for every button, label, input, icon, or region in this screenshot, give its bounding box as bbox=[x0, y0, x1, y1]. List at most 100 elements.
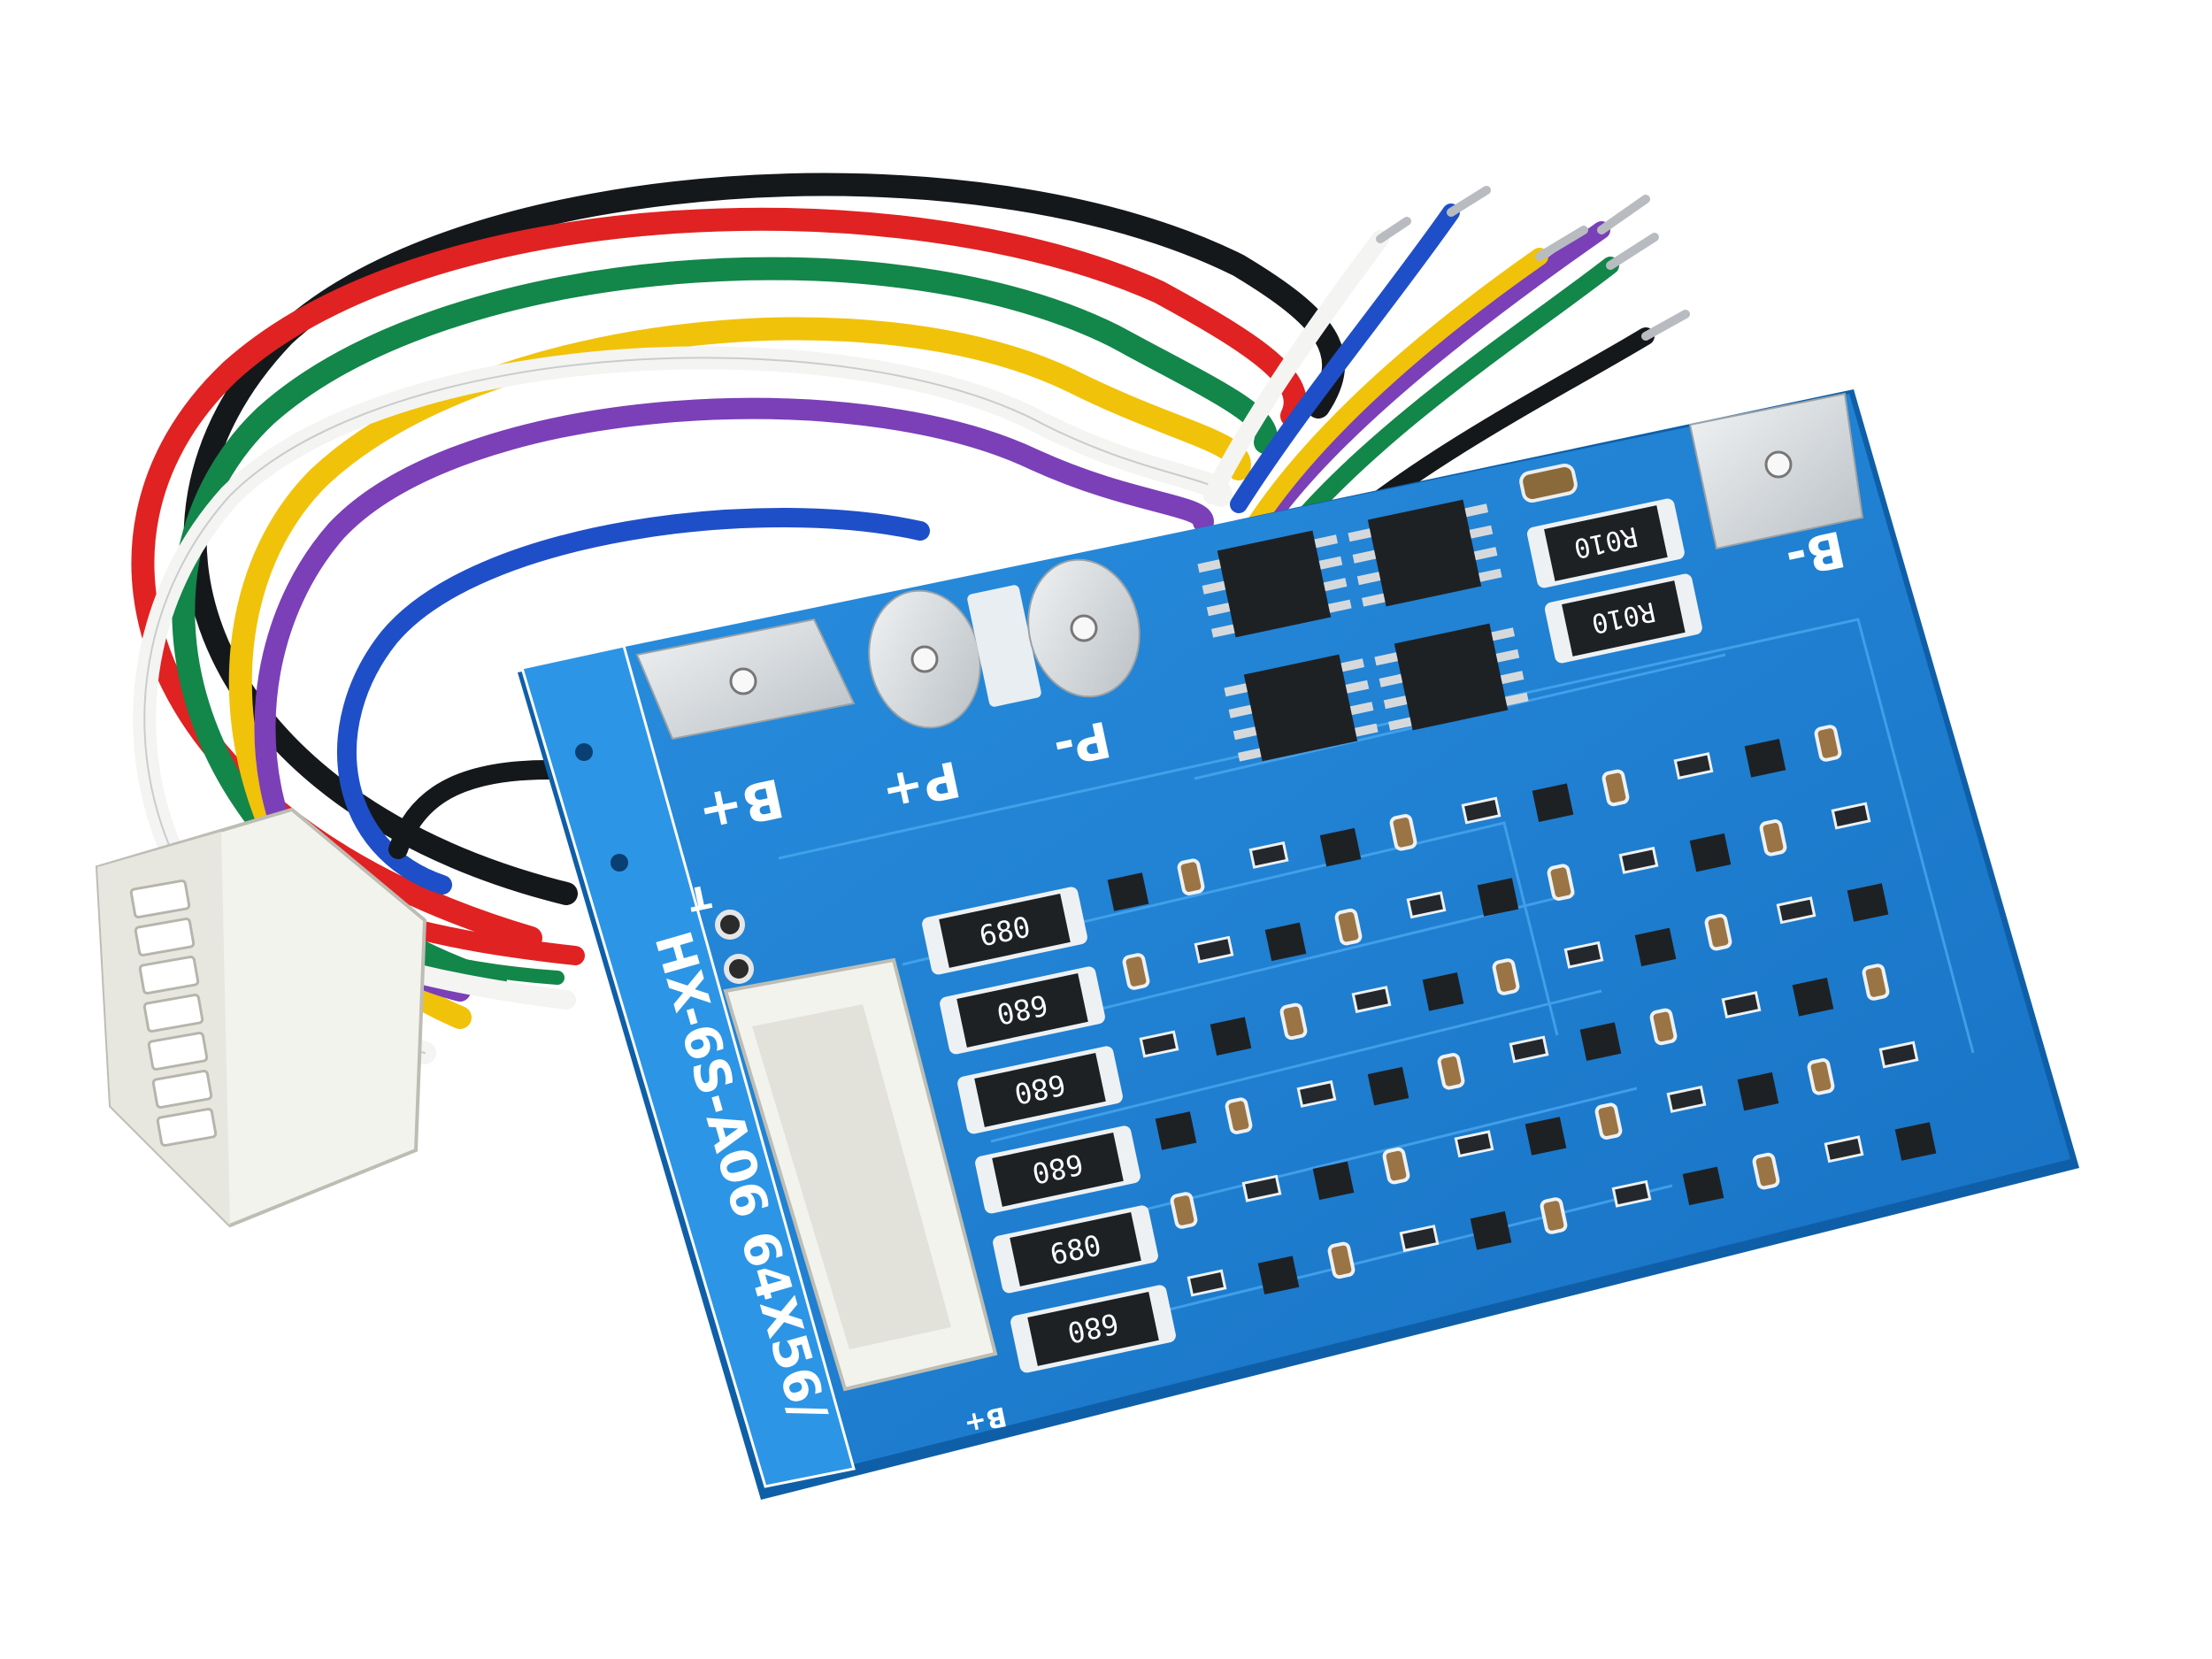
wire-tip bbox=[1641, 310, 1690, 341]
p-minus-pad bbox=[1027, 558, 1141, 698]
smd-capacitor bbox=[1704, 913, 1732, 951]
sot23-transistor bbox=[1155, 1111, 1197, 1150]
smd-capacitor bbox=[1327, 1241, 1356, 1279]
smd-resistor bbox=[1831, 802, 1871, 830]
smd-capacitor bbox=[1752, 1152, 1780, 1190]
smd-capacitor bbox=[1279, 1002, 1308, 1041]
sot23-transistor bbox=[1422, 972, 1464, 1011]
pad-vias bbox=[967, 585, 1041, 707]
pad-hole bbox=[1764, 450, 1793, 479]
sot23-transistor bbox=[1579, 1022, 1622, 1061]
wire-end-white bbox=[1203, 230, 1389, 504]
wire-green bbox=[172, 257, 1278, 994]
mosfet-ic bbox=[1367, 499, 1482, 607]
connector-pin-slot bbox=[151, 1069, 213, 1110]
smd-capacitor bbox=[1492, 958, 1520, 995]
smd-resistor bbox=[1241, 1174, 1282, 1202]
mosfet-ic bbox=[1217, 530, 1332, 638]
smd-resistor bbox=[1296, 1079, 1337, 1108]
mounting-hole bbox=[575, 743, 593, 761]
sot23-transistor bbox=[1634, 927, 1677, 967]
sot23-transistor bbox=[1847, 883, 1889, 922]
smd-component-grid bbox=[1107, 725, 1937, 1297]
pcb-trace bbox=[778, 618, 1975, 1054]
sot23-transistor bbox=[1107, 872, 1149, 911]
smd-resistor bbox=[1139, 1030, 1179, 1058]
wire-end-yellow bbox=[1248, 248, 1548, 531]
wire-tip bbox=[1597, 195, 1650, 234]
pad-label-p-minus: P- bbox=[1048, 709, 1115, 777]
smd-capacitor bbox=[1389, 814, 1417, 851]
smd-capacitor bbox=[1382, 1147, 1410, 1185]
smd-resistor bbox=[1824, 1135, 1864, 1164]
connector-pin-slot bbox=[156, 1107, 218, 1148]
b-plus-pad bbox=[635, 618, 856, 741]
connector-pin-slot bbox=[134, 917, 196, 957]
b-minus-pad bbox=[1688, 392, 1864, 550]
balance-resistor-column: 680 680 680 680 680 bbox=[922, 887, 1176, 1373]
wire-end-blue bbox=[1230, 204, 1460, 513]
sot23-transistor bbox=[1312, 1161, 1355, 1201]
sot23-transistor bbox=[1525, 1117, 1567, 1156]
smd-resistor bbox=[1187, 1269, 1227, 1297]
smd-resistor bbox=[1194, 935, 1234, 964]
sot23-transistor bbox=[1477, 878, 1519, 917]
wire-lower-green bbox=[409, 949, 565, 985]
smd-resistor bbox=[1618, 846, 1659, 874]
smd-capacitor bbox=[1225, 1097, 1253, 1134]
smd-capacitor bbox=[1519, 463, 1578, 503]
smd-resistor bbox=[1878, 1041, 1919, 1069]
sot23-transistor bbox=[1264, 922, 1307, 962]
smd-resistor bbox=[1721, 991, 1762, 1019]
sot23-transistor bbox=[1744, 739, 1786, 778]
smd-capacitor bbox=[1334, 908, 1363, 946]
shunt-resistor: R010 bbox=[1526, 498, 1685, 588]
sot23-transistor bbox=[1894, 1122, 1937, 1161]
pcb-trace bbox=[902, 821, 1559, 1036]
smd-resistor bbox=[1406, 891, 1447, 919]
sot23-transistor bbox=[1319, 827, 1362, 867]
sot23-transistor bbox=[1470, 1211, 1512, 1250]
sot23-transistor bbox=[1367, 1066, 1409, 1106]
smd-resistor bbox=[1509, 1035, 1549, 1064]
pad-hole bbox=[729, 667, 757, 695]
smd-capacitor bbox=[1122, 953, 1150, 990]
smd-capacitor bbox=[1594, 1102, 1623, 1140]
smd-capacitor bbox=[1807, 1058, 1835, 1095]
mounting-hole bbox=[611, 854, 628, 872]
connector-pin-slot bbox=[147, 1031, 209, 1071]
smd-capacitor bbox=[1177, 858, 1205, 895]
smd-capacitor bbox=[1437, 1053, 1465, 1090]
wire-tip bbox=[1606, 233, 1659, 270]
balance-connector-plug bbox=[95, 807, 427, 1228]
pcb-board: R010 R010 680 680 680 bbox=[518, 389, 2079, 1500]
smd-capacitor bbox=[1170, 1192, 1198, 1229]
connector-pin-slot bbox=[129, 879, 191, 919]
shunt-resistor: R010 bbox=[1544, 573, 1702, 664]
mosfet-ic bbox=[1394, 623, 1509, 731]
mosfet-ic-group bbox=[1197, 499, 1529, 762]
wire-tip bbox=[1447, 186, 1491, 217]
smd-resistor bbox=[1611, 1179, 1652, 1208]
sot23-transistor bbox=[1532, 783, 1574, 822]
wire-tip bbox=[1376, 217, 1411, 243]
smd-capacitor bbox=[1540, 1197, 1568, 1234]
wire-lower-black bbox=[388, 760, 558, 859]
smd-capacitor bbox=[1601, 769, 1630, 807]
pcb-trace bbox=[990, 989, 1602, 1143]
sot23-transistor bbox=[1682, 1166, 1724, 1206]
sot23-transistor bbox=[1257, 1256, 1300, 1294]
sot23-transistor bbox=[1792, 978, 1834, 1017]
wire-blue bbox=[337, 508, 930, 895]
smd-capacitor bbox=[1649, 1008, 1678, 1046]
smd-resistor bbox=[1666, 1085, 1707, 1113]
pad-hole bbox=[1070, 614, 1098, 642]
board-balance-header bbox=[723, 957, 998, 1392]
smd-resistor bbox=[1776, 896, 1816, 925]
smd-capacitor bbox=[1759, 819, 1787, 856]
wire-tip bbox=[1535, 226, 1588, 261]
test-pad bbox=[724, 954, 754, 984]
smd-resistor bbox=[1673, 752, 1714, 780]
wire-lower-red bbox=[406, 919, 585, 965]
